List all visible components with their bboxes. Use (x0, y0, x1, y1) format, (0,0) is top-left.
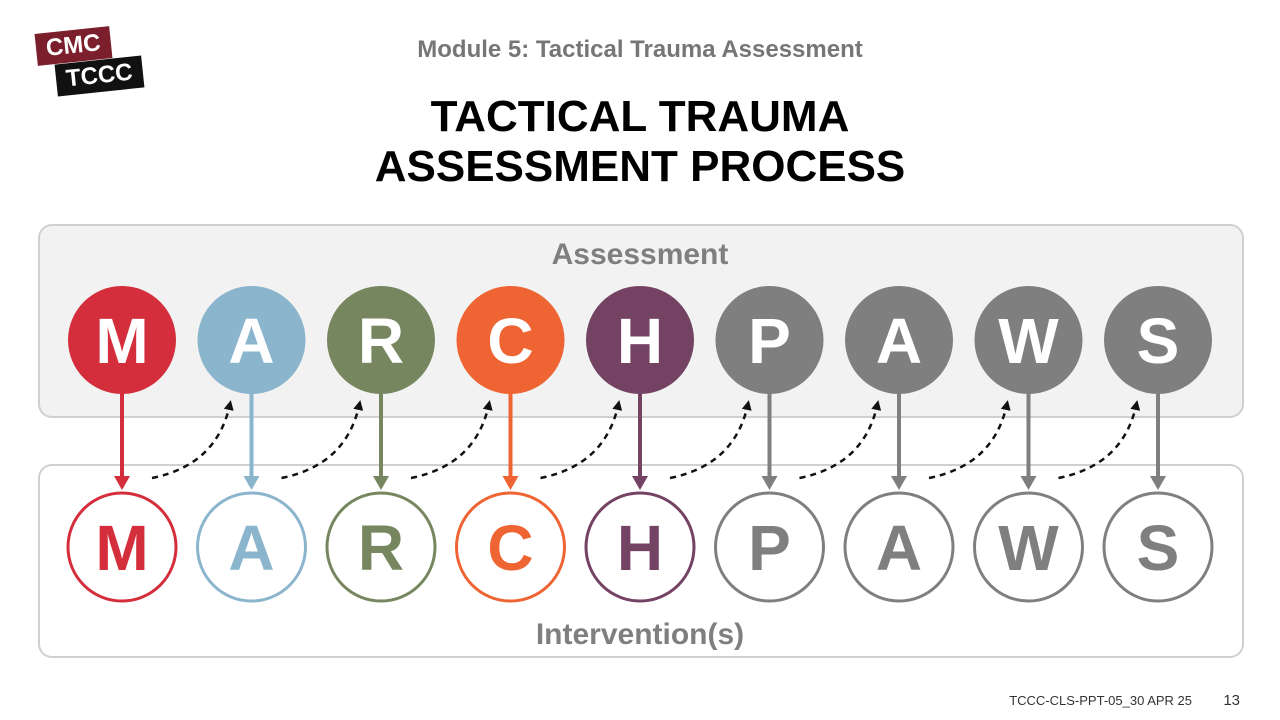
assessment-circle-w-7 (974, 286, 1083, 394)
slide-title-line-1: TACTICAL TRAUMA (430, 92, 850, 141)
assessment-circle-r-2 (327, 286, 435, 394)
intervention-circle-a-1 (196, 491, 307, 603)
dashed-arrow-5 (799, 400, 882, 480)
assessment-letter-6: A (876, 305, 922, 377)
dashed-arrow-2 (410, 400, 493, 480)
intervention-label: Intervention(s) (535, 618, 745, 651)
assessment-circle-p-5 (715, 286, 824, 394)
slide-title: TACTICAL TRAUMA ASSESSMENT PROCESS (0, 92, 1280, 192)
intervention-circle-s-8 (1102, 491, 1214, 603)
assessment-circle-c-3 (456, 286, 565, 394)
assessment-circle-a-1 (197, 286, 306, 394)
assessment-letter-2: R (358, 305, 404, 377)
intervention-circle-p-5 (714, 491, 825, 603)
intervention-to-next-assessment-arrows (151, 400, 1141, 480)
intervention-circle-a-6 (843, 491, 955, 603)
assessment-letter-7: W (998, 305, 1059, 377)
assessment-label: Assessment (551, 238, 729, 271)
assessment-letter-5: P (748, 305, 791, 377)
dashed-arrow-1 (281, 400, 364, 480)
dashed-arrow-0 (151, 400, 234, 480)
dashed-arrow-6 (928, 400, 1011, 480)
footer-document-code: TCCC-CLS-PPT-05_30 APR 25 (1009, 693, 1192, 708)
intervention-letter-6: A (876, 512, 922, 584)
assessment-circle-h-4 (586, 286, 694, 394)
dashed-arrow-3 (540, 400, 623, 480)
intervention-letter-4: H (617, 512, 663, 584)
intervention-letter-3: C (487, 512, 533, 584)
intervention-letter-5: P (748, 512, 791, 584)
slide-title-line-2: ASSESSMENT PROCESS (374, 142, 906, 191)
assessment-letter-4: H (617, 305, 663, 377)
assessment-letter-1: A (228, 305, 274, 377)
intervention-letter-8: S (1137, 512, 1180, 584)
intervention-circle-c-3 (455, 491, 566, 603)
assessment-circle-s-8 (1104, 286, 1212, 394)
intervention-circle-h-4 (584, 491, 696, 603)
intervention-circle-m-0 (66, 491, 178, 603)
intervention-letter-1: A (228, 512, 274, 584)
assessment-letter-0: M (95, 305, 148, 377)
module-title: Module 5: Tactical Trauma Assessment (417, 36, 863, 63)
intervention-letter-2: R (358, 512, 404, 584)
dashed-arrow-4 (669, 400, 752, 480)
intervention-letter-7: W (998, 512, 1059, 584)
assessment-circle-m-0 (68, 286, 176, 394)
assessment-letter-8: S (1137, 305, 1180, 377)
intervention-circle-r-2 (325, 491, 437, 603)
page-number: 13 (1223, 692, 1240, 709)
assessment-circle-a-6 (845, 286, 953, 394)
intervention-circle-w-7 (973, 491, 1084, 603)
intervention-letter-0: M (95, 512, 148, 584)
assessment-letter-3: C (487, 305, 533, 377)
dashed-arrow-7 (1058, 400, 1141, 480)
